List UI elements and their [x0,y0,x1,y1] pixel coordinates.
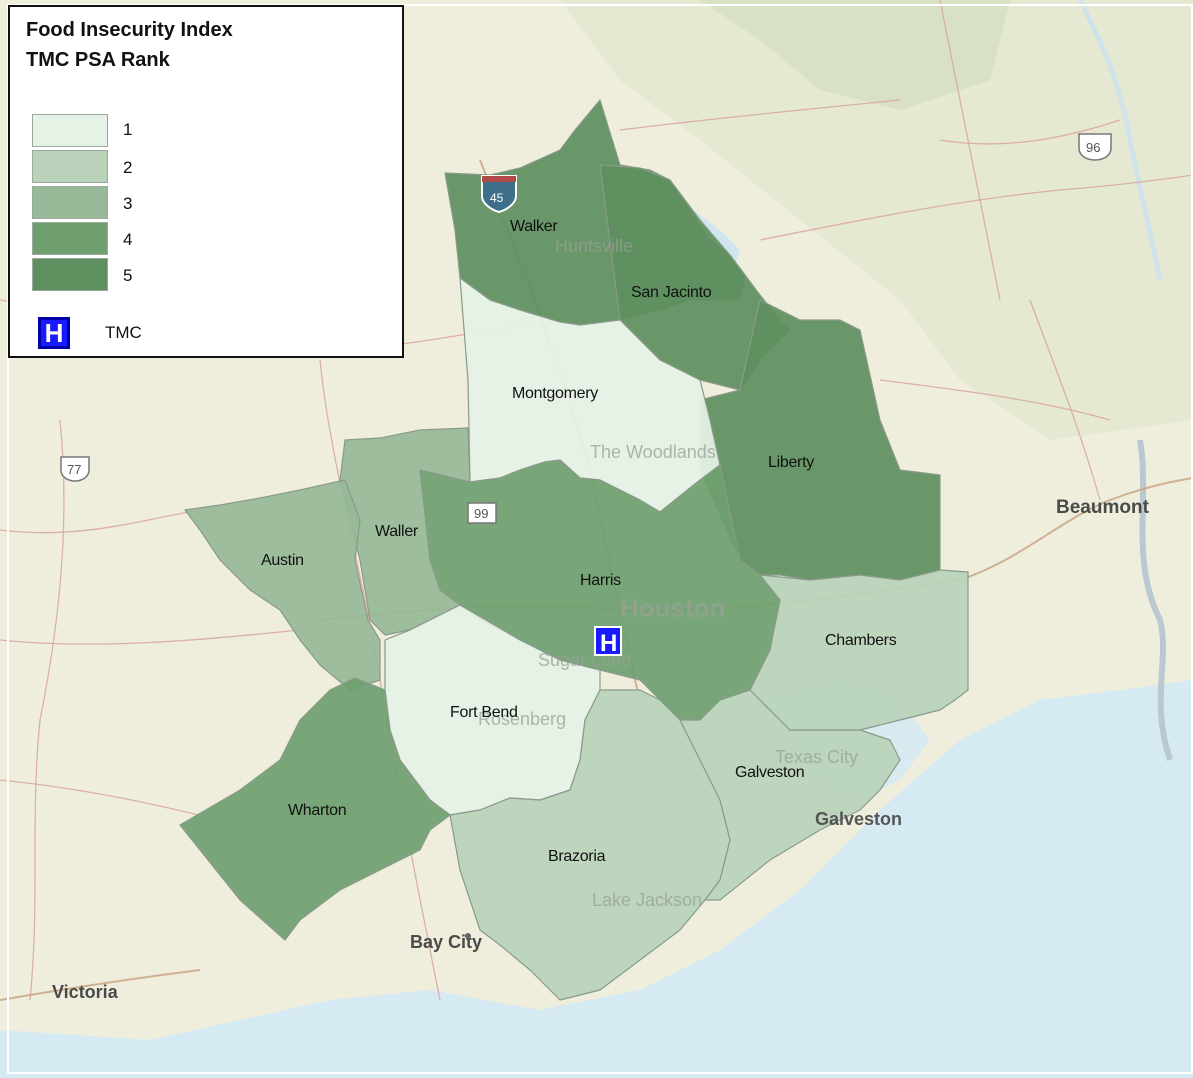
city-label-galveston: Galveston [815,809,902,829]
forest-area-north [700,0,1010,110]
us96-shield-label: 96 [1086,140,1100,155]
legend-label-rank-5: 5 [123,266,133,285]
city-label-houston: Houston [620,593,725,623]
forest-area [560,0,1193,440]
us96-shield-icon: 96 [1078,133,1112,161]
county-label-wharton: Wharton [288,802,346,819]
hospital-h-icon: H [38,317,70,349]
county-layer [179,99,969,1001]
city-label-texas-city: Texas City [775,747,858,767]
i45-shield-icon: 45 [481,175,517,214]
legend-label-tmc: TMC [105,323,142,342]
us77-shield-label: 77 [67,462,81,477]
county-label-montgomery: Montgomery [512,385,598,402]
county-label-brazoria: Brazoria [548,848,606,865]
legend-title-line2: TMC PSA Rank [26,49,170,71]
county-label-liberty: Liberty [768,454,814,471]
city-dot-bay-city [465,933,471,939]
county-wharton[interactable] [179,677,451,941]
county-austin[interactable] [184,479,381,691]
county-label-harris: Harris [580,572,621,589]
county-label-austin: Austin [261,552,304,569]
legend-swatch-rank-2 [32,150,108,183]
legend-label-rank-4: 4 [123,230,133,249]
map-frame [7,4,1193,1074]
county-label-galveston: Galveston [735,764,804,781]
city-label-victoria: Victoria [52,982,119,1002]
county-label-waller: Waller [375,523,419,540]
city-label-rosenberg: Rosenberg [478,709,566,729]
legend-box: Food Insecurity Index TMC PSA Rank 1 2 3… [8,5,404,358]
sh99-shield-label: 99 [474,506,488,521]
city-label-the-woodlands: The Woodlands [590,442,716,462]
tmc-hospital-marker[interactable]: H [594,626,622,657]
legend-swatch-rank-1 [32,114,108,147]
county-label-san-jacinto: San Jacinto [631,284,712,301]
legend-title-line1: Food Insecurity Index [26,19,233,41]
legend-swatch-rank-4 [32,222,108,255]
sh99-shield-icon: 99 [467,502,497,524]
county-chambers[interactable] [749,569,969,731]
us77-shield-icon: 77 [60,456,90,482]
city-label-lake-jackson: Lake Jackson [592,890,702,910]
county-label-chambers: Chambers [825,632,897,649]
gulf-water [0,680,1193,1078]
city-label-bay-city: Bay City [410,932,482,952]
city-label-beaumont: Beaumont [1056,497,1150,518]
toledo-bend [1077,0,1163,281]
i45-shield-label: 45 [490,191,504,205]
county-label-fort-bend: Fort Bend [450,704,518,721]
legend-swatch-rank-3 [32,186,108,219]
sabine-river [1137,439,1173,761]
legend-label-rank-2: 2 [123,158,133,177]
legend-label-rank-3: 3 [123,194,133,213]
tmc-hospital-icon: H [600,630,617,657]
city-label-huntsville: Huntsville [555,236,633,256]
county-label-walker: Walker [510,218,558,235]
legend-swatch-rank-5 [32,258,108,291]
legend-label-rank-1: 1 [123,120,133,139]
